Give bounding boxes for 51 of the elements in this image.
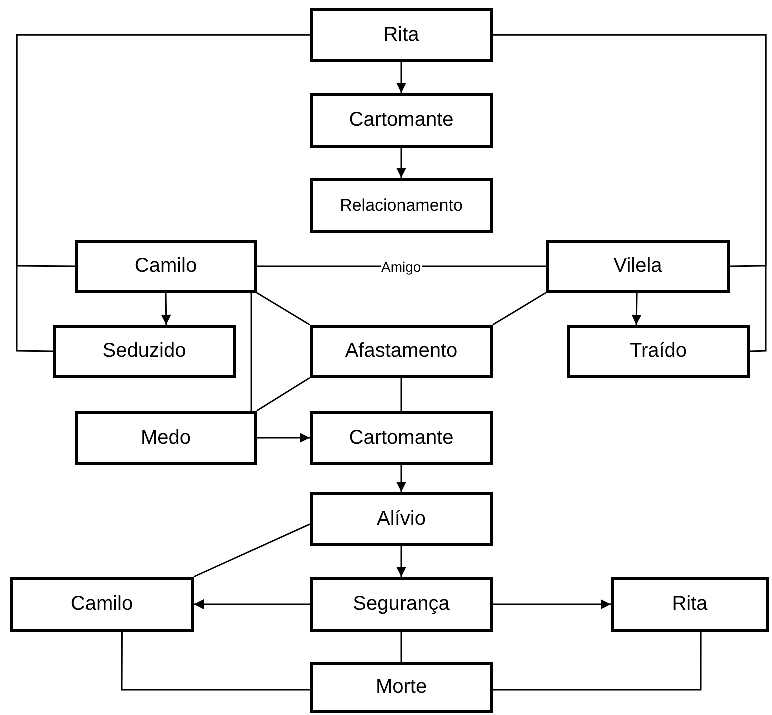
process-box [567, 325, 750, 378]
connector-line [396, 62, 406, 93]
connector-line [250, 293, 252, 411]
process-box [310, 325, 493, 378]
connector-line [492, 292, 546, 326]
process-box [611, 577, 769, 632]
node-label: Traído [630, 340, 688, 363]
node-label: Morte [376, 676, 428, 699]
connector-line [121, 632, 310, 691]
process-box [310, 492, 493, 546]
node-label: Afastamento [345, 340, 458, 363]
connector-line [257, 433, 310, 443]
process-box [75, 411, 257, 465]
process-box [75, 240, 257, 293]
node-label: Camilo [70, 593, 134, 616]
connector-line [194, 524, 310, 578]
connector-line [400, 378, 402, 411]
connector-line [493, 600, 611, 610]
process-box [53, 325, 236, 378]
connector-line [161, 292, 172, 326]
node-label: Cartomante [349, 109, 454, 132]
process-box [310, 662, 493, 713]
connector-line [632, 292, 642, 326]
node-label: Camilo [134, 255, 198, 278]
connector-line [400, 632, 402, 662]
node-label: Rita [384, 24, 420, 46]
connector-line [194, 600, 310, 610]
process-box [310, 8, 493, 62]
connector-line [16, 34, 310, 352]
process-box [310, 93, 493, 148]
node-label: Medo [140, 426, 192, 450]
node-label: Cartomante [349, 426, 454, 450]
node-label: Relacionamento [340, 196, 463, 216]
connector-line [396, 148, 406, 178]
process-box [310, 577, 493, 632]
connector-line [493, 632, 702, 691]
connector-line [256, 292, 310, 326]
node-label: Seduzido [102, 340, 186, 363]
node-label: Rita [672, 593, 708, 616]
node-label: Alívio [377, 508, 426, 530]
process-box [546, 240, 730, 293]
connector-line [396, 465, 406, 492]
process-box [10, 577, 194, 632]
connector-line [493, 34, 767, 352]
edge-label: Amigo [380, 258, 422, 274]
process-box [310, 411, 493, 465]
connector-line [256, 377, 310, 412]
connector-line [396, 546, 406, 577]
node-label: Vilela [614, 255, 662, 278]
node-label: Segurança [353, 593, 450, 616]
process-box [310, 178, 493, 233]
